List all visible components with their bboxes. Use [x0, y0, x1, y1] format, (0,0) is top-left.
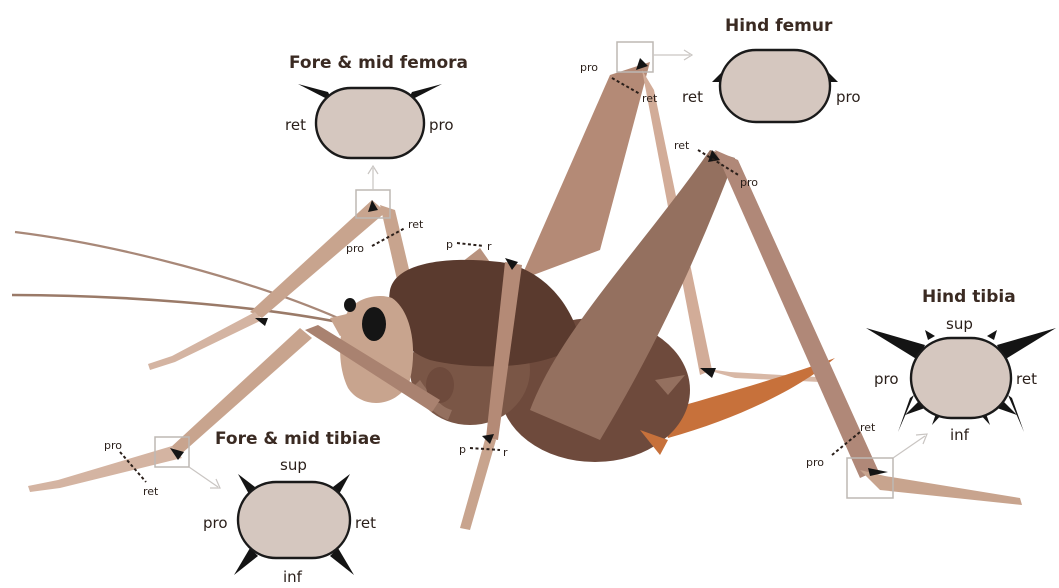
- cross-section: [316, 88, 424, 158]
- hind-tibia-ret-label: ret: [860, 421, 876, 434]
- mid-femur-p-label: p: [446, 238, 453, 251]
- left-label: ret: [285, 116, 306, 134]
- panel-title: Fore & mid tibiae: [215, 429, 381, 449]
- hind-femur-right-ret-label: ret: [674, 139, 690, 152]
- cross-section: [911, 338, 1011, 418]
- panel-title: Fore & mid femora: [289, 53, 468, 73]
- fore-tibia-ret-label: ret: [143, 485, 159, 498]
- eye: [362, 307, 386, 341]
- panel-fore-mid-tibiae: Fore & mid tibiae sup pro ret inf: [203, 429, 381, 586]
- right-label: pro: [836, 88, 861, 106]
- fore-tibia-pro-label: pro: [104, 439, 122, 452]
- left-label: pro: [874, 370, 899, 388]
- top-label: sup: [946, 315, 973, 333]
- left-label: ret: [682, 88, 703, 106]
- mid-tibia-p-label: p: [459, 443, 466, 456]
- antenna-upper: [15, 232, 338, 318]
- hind-tibia-pro-label: pro: [806, 456, 824, 469]
- panel-title: Hind tibia: [922, 287, 1016, 307]
- mid-tibia-r-label: r: [503, 446, 508, 459]
- right-label: ret: [1016, 370, 1037, 388]
- left-label: pro: [203, 514, 228, 532]
- panel-hind-femur: Hind femur ret pro: [682, 16, 861, 122]
- fore-femur-pro-label: pro: [346, 242, 364, 255]
- right-label: ret: [355, 514, 376, 532]
- cricket-illustration: [12, 62, 1022, 530]
- mid-femur-r-label: r: [487, 240, 492, 253]
- top-label: sup: [280, 456, 307, 474]
- bottom-label: inf: [950, 426, 970, 444]
- panel-title: Hind femur: [725, 16, 833, 36]
- hind-femur-right-pro-label: pro: [740, 176, 758, 189]
- cross-section: [720, 50, 830, 122]
- fore-femur-ret-label: ret: [408, 218, 424, 231]
- hind-femur-pro-label: pro: [580, 61, 598, 74]
- cross-section: [238, 482, 350, 558]
- bottom-label: inf: [283, 568, 303, 586]
- panel-hind-tibia: Hind tibia sup pro ret inf: [866, 287, 1056, 444]
- pronotum: [389, 260, 580, 367]
- hind-femur-ret-label: ret: [642, 92, 658, 105]
- right-label: pro: [429, 116, 454, 134]
- panel-fore-mid-femora: Fore & mid femora ret pro: [285, 53, 468, 158]
